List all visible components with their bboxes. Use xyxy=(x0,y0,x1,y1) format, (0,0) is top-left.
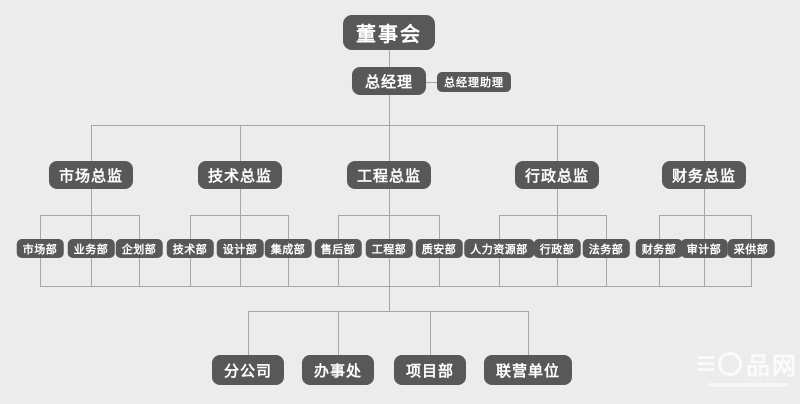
connector-line xyxy=(389,50,390,67)
node-dept-aftersales: 售后部 xyxy=(314,239,362,258)
node-director-engineering: 工程总监 xyxy=(346,161,432,189)
connector-line xyxy=(499,258,500,286)
watermark-text: 品网 xyxy=(746,352,798,380)
node-board: 董事会 xyxy=(343,15,435,50)
node-dept-procurement: 采供部 xyxy=(727,239,775,258)
watermark-subtext xyxy=(708,383,788,387)
connector-line xyxy=(40,215,41,239)
connector-line xyxy=(40,286,752,287)
node-office: 办事处 xyxy=(301,355,375,385)
node-director-administration: 行政总监 xyxy=(514,161,600,189)
connector-line xyxy=(751,215,752,239)
connector-line xyxy=(557,258,558,286)
connector-line xyxy=(139,215,140,239)
connector-line xyxy=(40,258,41,286)
watermark-logo-icon xyxy=(718,351,742,376)
connector-line xyxy=(40,215,140,216)
connector-line xyxy=(659,215,660,239)
watermark: 品网 xyxy=(698,346,798,387)
connector-line xyxy=(389,258,390,286)
connector-line xyxy=(704,258,705,286)
connector-line xyxy=(240,215,241,239)
connector-line xyxy=(240,125,241,161)
node-dept-design: 设计部 xyxy=(216,239,264,258)
node-dept-legal: 法务部 xyxy=(582,239,630,258)
connector-line xyxy=(606,215,607,239)
connector-line xyxy=(240,258,241,286)
connector-line xyxy=(389,125,390,161)
connector-line xyxy=(528,311,529,355)
connector-line xyxy=(499,215,607,216)
node-general-manager: 总经理 xyxy=(351,67,427,95)
connector-line xyxy=(338,215,339,239)
node-joint-venture-unit: 联营单位 xyxy=(483,355,573,385)
node-director-finance: 财务总监 xyxy=(661,161,747,189)
connector-line xyxy=(499,215,500,239)
node-dept-hr: 人力资源部 xyxy=(464,239,534,258)
connector-line xyxy=(659,258,660,286)
connector-line xyxy=(240,189,241,215)
connector-line xyxy=(190,258,191,286)
connector-line xyxy=(338,258,339,286)
connector-line xyxy=(288,215,289,239)
connector-line xyxy=(389,215,390,239)
connector-line xyxy=(338,215,440,216)
node-dept-business: 业务部 xyxy=(67,239,115,258)
connector-line xyxy=(248,311,249,355)
node-project-dept: 项目部 xyxy=(393,355,467,385)
node-dept-planning: 企划部 xyxy=(115,239,163,258)
connector-line xyxy=(91,258,92,286)
node-dept-marketing: 市场部 xyxy=(16,239,64,258)
connector-line xyxy=(91,215,92,239)
connector-line xyxy=(288,258,289,286)
connector-line xyxy=(659,215,752,216)
connector-line xyxy=(91,125,705,126)
node-director-technology: 技术总监 xyxy=(197,161,283,189)
node-dept-administration: 行政部 xyxy=(533,239,581,258)
connector-line xyxy=(389,95,390,125)
connector-line xyxy=(190,215,191,239)
node-gm-assistant: 总经理助理 xyxy=(437,72,511,92)
connector-line xyxy=(389,189,390,215)
connector-line xyxy=(190,215,289,216)
connector-line xyxy=(557,215,558,239)
connector-line xyxy=(704,189,705,215)
connector-line xyxy=(425,82,444,83)
connector-line xyxy=(704,125,705,161)
connector-line xyxy=(751,258,752,286)
connector-line xyxy=(557,125,558,161)
connector-line xyxy=(606,258,607,286)
node-dept-quality-safety: 质安部 xyxy=(415,239,463,258)
connector-line xyxy=(91,189,92,215)
connector-line xyxy=(439,258,440,286)
connector-line xyxy=(704,215,705,239)
node-branch-company: 分公司 xyxy=(211,355,285,385)
node-dept-audit: 审计部 xyxy=(680,239,728,258)
node-dept-finance: 财务部 xyxy=(635,239,683,258)
node-dept-technology: 技术部 xyxy=(166,239,214,258)
watermark-bars-icon xyxy=(698,356,714,371)
connector-line xyxy=(430,311,431,355)
connector-line xyxy=(557,189,558,215)
node-director-marketing: 市场总监 xyxy=(48,161,134,189)
node-dept-engineering: 工程部 xyxy=(365,239,413,258)
connector-line xyxy=(91,125,92,161)
connector-line xyxy=(139,258,140,286)
connector-line xyxy=(439,215,440,239)
connector-line xyxy=(248,311,529,312)
node-dept-integration: 集成部 xyxy=(264,239,312,258)
connector-line xyxy=(338,311,339,355)
connector-line xyxy=(389,286,390,311)
